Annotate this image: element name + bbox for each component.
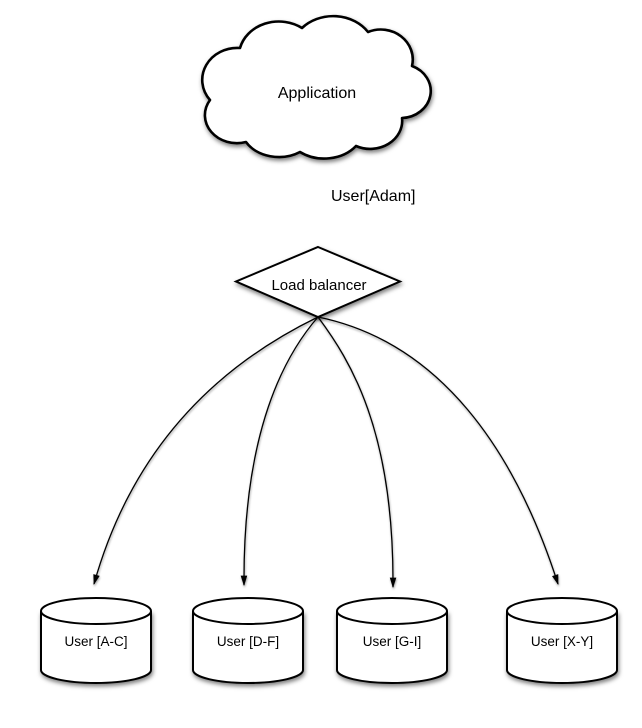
- edge-app-to-lb-label: User[Adam]: [331, 188, 415, 205]
- lb-to-shard3-arrow: [317, 316, 397, 589]
- cylinder-body: [336, 611, 448, 684]
- shard2-node: User [D-F]: [192, 597, 304, 684]
- cylinder-body: [192, 611, 304, 684]
- shard1-label: User [A-C]: [64, 634, 127, 649]
- shard3-node: User [G-I]: [336, 597, 448, 684]
- cylinder-top: [40, 597, 152, 625]
- cloud-shape: [200, 14, 433, 160]
- cylinder-top: [506, 597, 618, 625]
- cylinder-top: [336, 597, 448, 625]
- application-node: Application: [200, 14, 433, 160]
- lb-to-shard4-arrow: [317, 316, 559, 586]
- edges-lb-to-shards: [93, 316, 559, 589]
- shard1-node: User [A-C]: [40, 597, 152, 684]
- cylinder-body: [506, 611, 618, 684]
- shard2-label: User [D-F]: [217, 634, 279, 649]
- load-balancer-node: Load balancer: [233, 245, 403, 319]
- load-balancer-label: Load balancer: [271, 277, 366, 294]
- shard4-label: User [X-Y]: [531, 634, 593, 649]
- shard4-node: User [X-Y]: [506, 597, 618, 684]
- lb-to-shard1-arrow: [93, 316, 319, 586]
- edge-app-to-lb: User[Adam]: [313, 157, 415, 239]
- cylinder-body: [40, 611, 152, 684]
- cylinder-top: [192, 597, 304, 625]
- shard3-label: User [G-I]: [363, 634, 422, 649]
- application-label: Application: [278, 85, 356, 102]
- lb-to-shard2-arrow: [240, 316, 319, 587]
